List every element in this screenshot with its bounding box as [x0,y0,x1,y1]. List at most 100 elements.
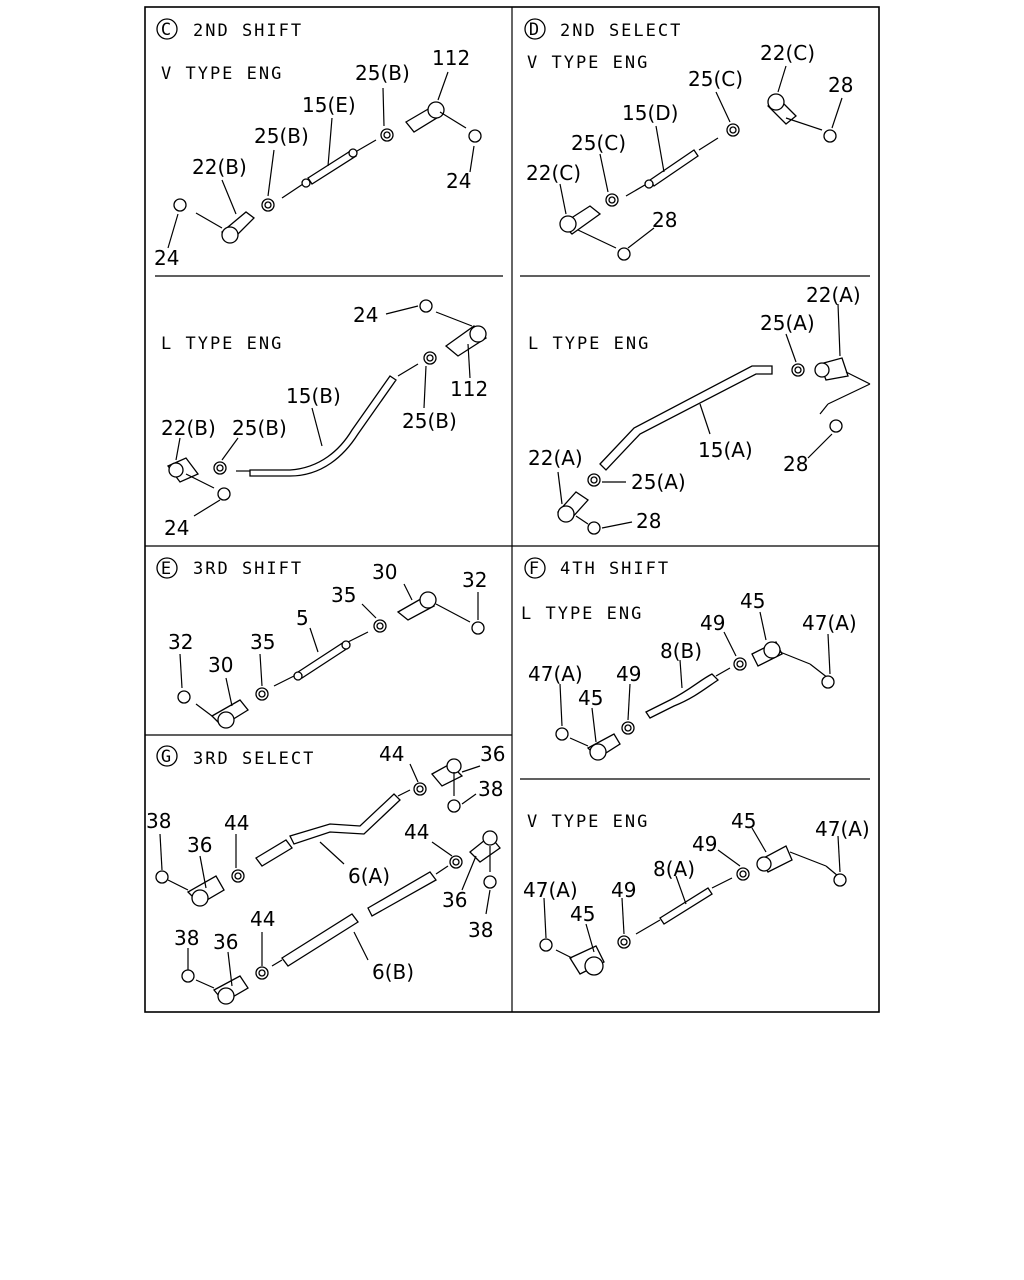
section-f-v-labels: 45 47(A) 49 8(A) 47(A) 49 45 [523,809,870,926]
section-c-l-parts [166,299,488,517]
label-28-top: 28 [828,73,853,97]
label-25a-top: 25(A) [760,311,815,335]
label-49-top-v: 49 [692,832,717,856]
section-f-title: 4TH SHIFT [560,559,670,579]
section-d-l-parts [557,303,871,535]
label-45-top-v: 45 [731,809,756,833]
section-e-title: 3RD SHIFT [193,559,303,579]
label-35-left: 35 [250,630,275,654]
section-c-header: C 2ND SHIFT [156,18,303,41]
label-38-bottom: 38 [174,926,199,950]
section-c-title: 2ND SHIFT [193,21,303,41]
subtitle-c-bot: L TYPE ENG [161,334,283,354]
label-15b: 15(B) [286,384,341,408]
label-25a-right: 25(A) [631,470,686,494]
label-36-mid: 36 [442,888,467,912]
section-f-header: F 4TH SHIFT [524,557,670,579]
label-6b: 6(B) [372,960,414,984]
label-112: 112 [432,46,470,70]
label-32-left: 32 [168,630,193,654]
section-g-labels: 44 36 38 38 44 36 44 6(A) 36 38 38 36 44… [146,742,505,984]
section-e-labels: 30 32 35 5 32 35 30 [168,560,487,677]
label-25b-left: 25(B) [254,124,309,148]
label-47a-left-v: 47(A) [523,878,578,902]
section-d-l-labels: 22(A) 25(A) 15(A) 28 22(A) 25(A) 28 [528,283,861,533]
section-d-letter: D [529,20,541,40]
label-49-left: 49 [616,662,641,686]
label-22a-top: 22(A) [806,283,861,307]
label-5: 5 [296,606,309,630]
subtitle-d-bot: L TYPE ENG [528,334,650,354]
label-28-bottom-l: 28 [636,509,661,533]
label-25b-right: 25(B) [402,409,457,433]
label-22b: 22(B) [192,155,247,179]
label-38-mid: 38 [468,918,493,942]
label-8b: 8(B) [660,639,702,663]
section-c-l-labels: 24 15(B) 112 25(B) 22(B) 25(B) 24 [161,303,488,540]
section-f-l-labels: 45 47(A) 49 8(B) 47(A) 49 45 [528,589,857,710]
label-38-top: 38 [478,777,503,801]
section-e-header: E 3RD SHIFT [156,557,303,579]
label-6a: 6(A) [348,864,390,888]
label-44-left: 44 [224,811,249,835]
label-44-mid: 44 [404,820,429,844]
section-d-v-labels: 22(C) 25(C) 28 15(D) 25(C) 22(C) 28 [526,41,853,232]
section-e-letter: E [161,559,173,579]
label-24-left: 24 [154,246,179,270]
label-25c-left: 25(C) [571,131,626,155]
label-24-top: 24 [353,303,378,327]
section-g-header: G 3RD SELECT [156,745,315,769]
label-47a-top-v: 47(A) [815,817,870,841]
label-36-top: 36 [480,742,505,766]
label-22c-top: 22(C) [760,41,815,65]
label-25b-left-l: 25(B) [232,416,287,440]
section-f-l-parts [555,611,835,761]
label-15a: 15(A) [698,438,753,462]
label-38-left: 38 [146,809,171,833]
label-25b-top: 25(B) [355,61,410,85]
label-28-bottom: 28 [652,208,677,232]
subtitle-c-top: V TYPE ENG [161,64,283,84]
section-d-header: D 2ND SELECT [524,18,682,41]
label-28-mid: 28 [783,452,808,476]
label-45-left-v: 45 [570,902,595,926]
label-112-l: 112 [450,377,488,401]
label-22b-l: 22(B) [161,416,216,440]
label-24-right: 24 [446,169,471,193]
label-15d: 15(D) [622,101,678,125]
label-8a: 8(A) [653,857,695,881]
label-25c-top: 25(C) [688,67,743,91]
subtitle-f-top: L TYPE ENG [521,604,643,624]
section-c-letter: C [161,20,173,40]
section-g-letter: G [161,747,173,767]
label-24-bottom: 24 [164,516,189,540]
subtitle-d-top: V TYPE ENG [527,53,649,73]
label-30-left: 30 [208,653,233,677]
label-30-top: 30 [372,560,397,584]
label-49-left-v: 49 [611,878,636,902]
label-36-bottom: 36 [213,930,238,954]
label-35-top: 35 [331,583,356,607]
section-g-title: 3RD SELECT [193,749,315,769]
label-45-left: 45 [578,686,603,710]
section-g-parts [155,758,501,1005]
label-45-top: 45 [740,589,765,613]
label-44-top: 44 [379,742,404,766]
section-d-v-parts [559,65,843,261]
label-47a-left: 47(A) [528,662,583,686]
diagram-frame [144,6,880,1013]
section-c-v-parts [167,71,482,249]
label-22c-left: 22(C) [526,161,581,185]
label-22a-left: 22(A) [528,446,583,470]
label-15e: 15(E) [302,93,356,117]
section-d-title: 2ND SELECT [560,21,682,41]
section-c-v-labels: 25(B) 112 15(E) 25(B) 22(B) 24 24 [154,46,471,270]
label-32-top: 32 [462,568,487,592]
section-f-letter: F [529,559,541,579]
label-36-left: 36 [187,833,212,857]
label-44-bottom: 44 [250,907,275,931]
label-47a-top: 47(A) [802,611,857,635]
section-f-v-parts [539,827,847,976]
label-49-top: 49 [700,611,725,635]
